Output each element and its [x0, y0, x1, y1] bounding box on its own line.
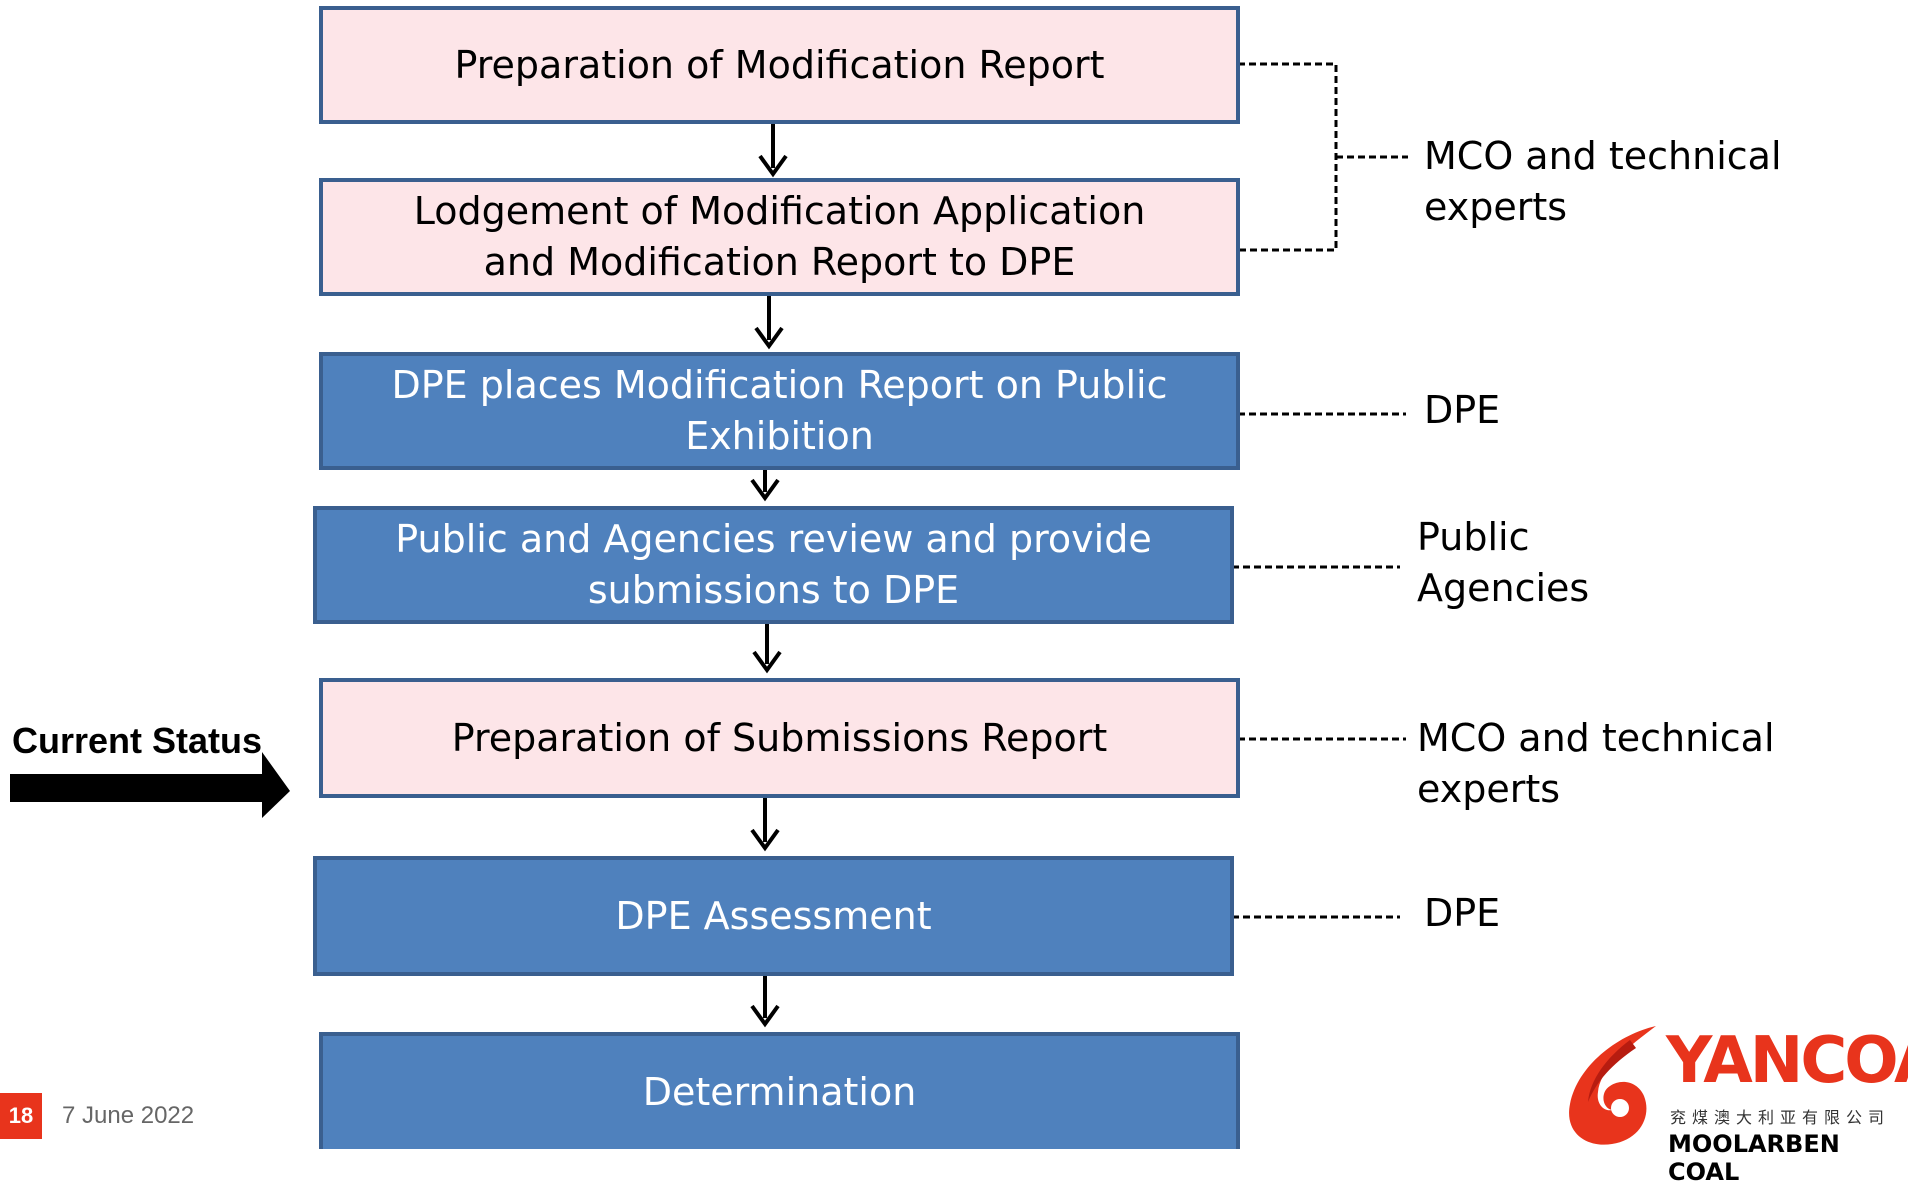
flow-arrowhead-5 [750, 828, 780, 852]
logo-chinese-name: 兖煤澳大利亚有限公司 [1670, 1108, 1891, 1127]
step-agency-review: Public and Agencies review and provide s… [313, 506, 1234, 624]
logo-subtitle: MOOLARBEN COAL [1668, 1130, 1840, 1186]
current-status-arrow [10, 752, 290, 818]
logo-name-yan: YAN [1666, 1024, 1803, 1098]
step-lodgement: Lodgement of Modification Application an… [319, 178, 1240, 296]
responsible-mco-2: MCO and technical experts [1417, 716, 1775, 811]
step-submissions-report: Preparation of Submissions Report [319, 678, 1240, 798]
step-label: Preparation of Submissions Report [451, 715, 1108, 760]
connector-lines [10, 62, 1408, 1028]
yancoal-logo: YANCOAL 兖煤澳大利亚有限公司 MOOLARBEN COAL [1560, 1020, 1908, 1186]
flow-arrowhead-3 [750, 478, 780, 502]
step-public-exhibition: DPE places Modification Report on Public… [319, 352, 1240, 470]
logo-name-coal: COAL [1800, 1024, 1908, 1098]
step-determination: Determination [319, 1032, 1240, 1149]
step-label: DPE places Modification Report on Public… [391, 363, 1168, 458]
step-preparation-modification-report: Preparation of Modification Report [319, 6, 1240, 124]
flow-arrowhead-1 [758, 154, 788, 178]
step-dpe-assessment: DPE Assessment [313, 856, 1234, 976]
responsible-mco-1: MCO and technical experts [1424, 134, 1782, 229]
flow-arrowhead-6 [750, 1004, 780, 1028]
current-status-label: Current Status [12, 720, 263, 761]
flow-arrowhead-4 [752, 650, 782, 674]
step-label: Preparation of Modification Report [454, 42, 1105, 87]
footer-date: 7 June 2022 [62, 1102, 195, 1129]
responsible-public-agencies: Public Agencies [1417, 515, 1590, 610]
logo-name: YANCOAL [1666, 1024, 1908, 1098]
step-label: Lodgement of Modification Application an… [413, 189, 1146, 284]
bracket-connector [1238, 62, 1338, 252]
responsible-dpe-2: DPE [1424, 891, 1501, 935]
responsible-dpe-1: DPE [1424, 388, 1501, 432]
flame-icon [1569, 1026, 1656, 1145]
step-label: Determination [642, 1070, 917, 1114]
step-label: DPE Assessment [615, 893, 932, 938]
step-label: Public and Agencies review and provide s… [395, 517, 1152, 612]
flow-arrowhead-2 [754, 326, 784, 350]
page-number: 18 [0, 1093, 42, 1139]
